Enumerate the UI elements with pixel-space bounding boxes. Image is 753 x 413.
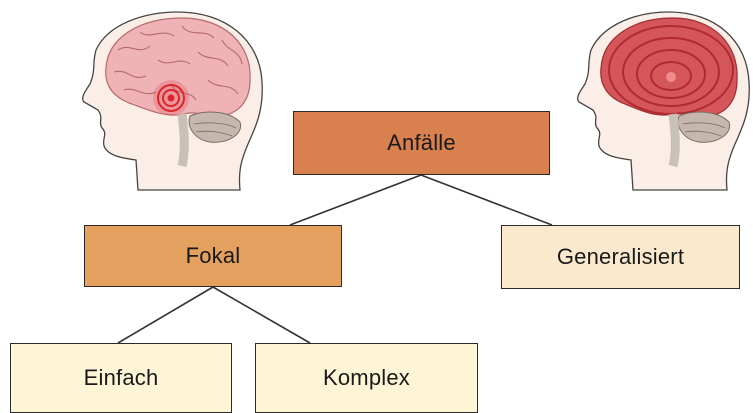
- connector-focal-complex: [212, 286, 311, 344]
- node-generalized-label: Generalisiert: [556, 244, 685, 269]
- node-generalized: Generalisiert: [501, 225, 740, 289]
- connector-root-focal: [289, 174, 422, 226]
- generalized-seizure-brain-head-icon: [577, 11, 750, 191]
- node-simple-label: Einfach: [83, 365, 159, 390]
- node-focal-label: Fokal: [185, 243, 241, 268]
- node-simple: Einfach: [10, 343, 232, 413]
- connector-focal-simple: [117, 286, 214, 344]
- node-complex: Komplex: [255, 343, 478, 413]
- node-seizures-label: Anfälle: [387, 130, 456, 155]
- node-seizures: Anfälle: [293, 111, 550, 175]
- focal-seizure-brain-head-icon: [82, 11, 263, 191]
- connector-root-general: [420, 174, 553, 226]
- node-focal: Fokal: [84, 225, 342, 287]
- node-complex-label: Komplex: [323, 365, 410, 390]
